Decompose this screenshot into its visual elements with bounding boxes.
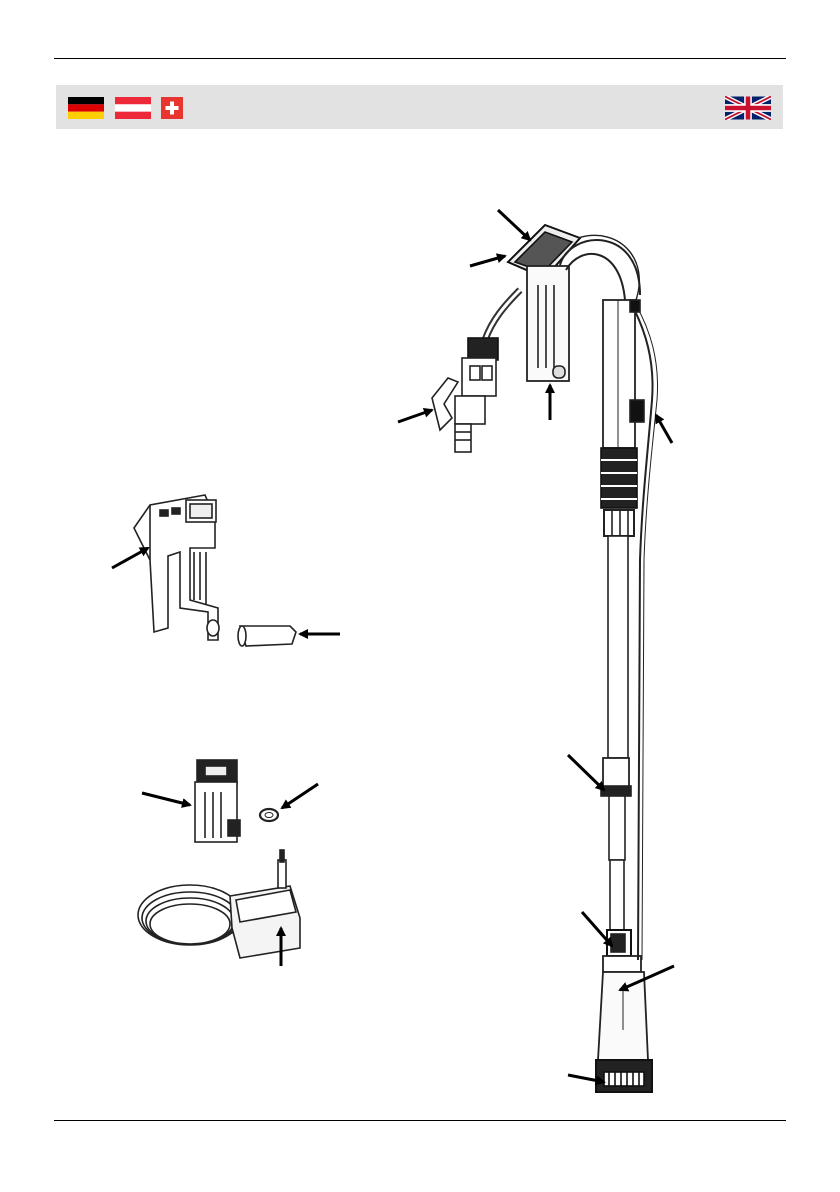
battery-pack-icon bbox=[195, 760, 240, 842]
callout-arrows-holder bbox=[112, 548, 340, 634]
mounting-pin-icon bbox=[238, 626, 296, 646]
seal-ring-icon bbox=[260, 809, 278, 821]
submersible-pump-with-telescopic-pipe-icon bbox=[432, 225, 658, 1092]
bottom-rule bbox=[54, 1120, 786, 1121]
wall-holder-icon bbox=[134, 495, 219, 640]
charger-plug-icon bbox=[138, 850, 300, 958]
